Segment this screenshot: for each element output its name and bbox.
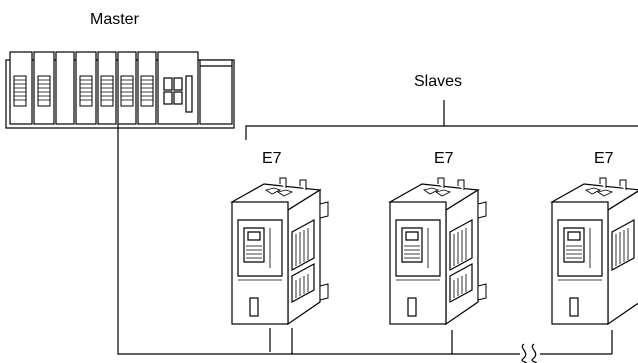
master-label: Master (90, 11, 140, 28)
drive-3 (550, 177, 638, 326)
drive-2 (388, 177, 487, 326)
drive-2-label: E7 (434, 150, 454, 167)
drive-1 (230, 177, 329, 326)
network-cable (117, 124, 613, 363)
slaves-bracket (245, 100, 638, 140)
drive-3-label: E7 (594, 150, 614, 167)
drive-1-label: E7 (262, 150, 282, 167)
slaves-label: Slaves (414, 73, 462, 90)
master-plc-rack (5, 51, 235, 129)
